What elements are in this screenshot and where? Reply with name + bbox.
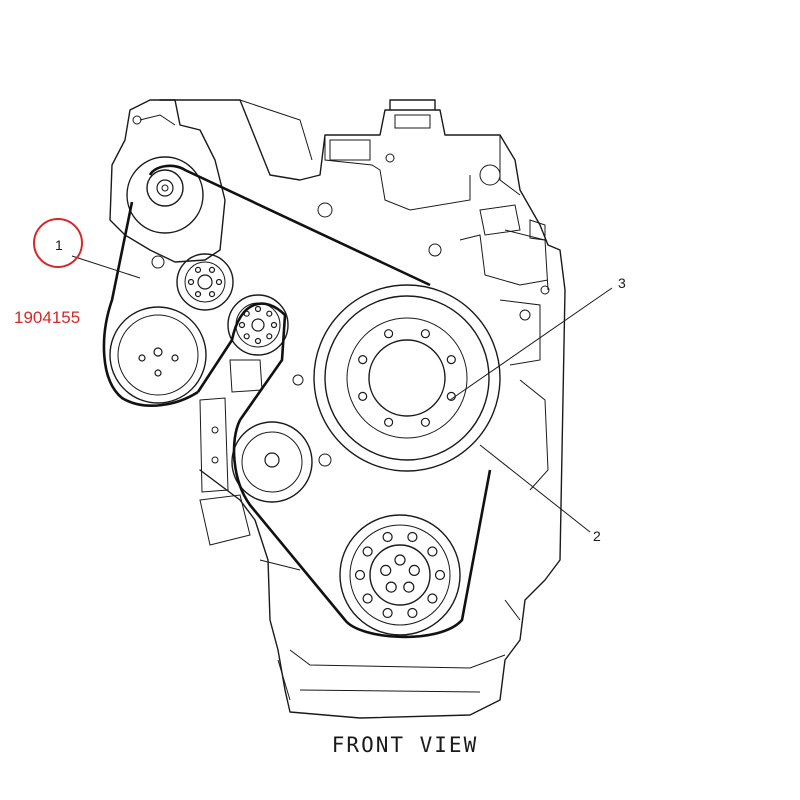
callout-2-label: 2 — [593, 528, 601, 544]
tensioner-hole — [215, 278, 223, 286]
crank-bolt — [354, 569, 366, 581]
crank-hub-hole — [380, 564, 392, 577]
damper-bolt — [358, 391, 368, 401]
damper-bolt — [420, 417, 430, 427]
callout-3-label: 3 — [618, 275, 626, 291]
idler-hole — [266, 310, 273, 317]
crank-bolt — [382, 531, 393, 543]
engine-block — [159, 99, 566, 719]
crank-bolt — [427, 593, 438, 604]
crank-bolt — [362, 546, 373, 557]
callout-2: 2 — [479, 444, 601, 544]
idler-hole — [254, 337, 262, 345]
tensioner-pulley — [176, 253, 234, 311]
drive-belt — [102, 164, 492, 639]
idler-hole — [270, 321, 278, 329]
view-label: FRONT VIEW — [332, 733, 478, 757]
tensioner-hole — [208, 266, 216, 273]
idler-hole — [243, 333, 250, 340]
tensioner-hole — [194, 266, 202, 273]
crank-hub-hole — [408, 564, 420, 577]
crank-bolt — [434, 569, 446, 581]
highlight-circle — [33, 218, 83, 268]
tensioner-hole — [187, 278, 195, 286]
callout-1: 1 — [55, 237, 141, 279]
idler-hole — [266, 333, 273, 340]
damper-bolt — [384, 417, 394, 427]
damper-bolt — [358, 355, 368, 365]
alternator — [109, 99, 226, 269]
part-number: 1904155 — [14, 308, 80, 327]
damper-pulley — [313, 284, 501, 472]
crank-bolt — [382, 607, 393, 619]
callout-3: 3 — [449, 275, 626, 401]
water-pump-pulley — [109, 306, 207, 404]
damper-bolt — [384, 329, 394, 339]
crank-bolt — [407, 607, 418, 619]
callout-1-label: 1 — [55, 237, 63, 253]
crank-bolt — [362, 593, 373, 604]
crank-hub-hole — [394, 554, 406, 566]
damper-bolt — [446, 355, 456, 365]
crank-bolt — [427, 546, 438, 557]
crankshaft-pulley — [339, 514, 461, 636]
crank-hub-hole — [403, 581, 415, 593]
bracket — [199, 359, 304, 546]
tensioner-hole — [208, 291, 216, 298]
crank-bolt — [407, 531, 418, 543]
crank-hub-hole — [385, 581, 397, 593]
idler-hole — [254, 305, 262, 313]
damper-bolt — [420, 329, 430, 339]
tensioner-hole — [194, 291, 202, 298]
lower-idler-pulley — [231, 421, 332, 503]
idler-hole — [238, 321, 246, 329]
